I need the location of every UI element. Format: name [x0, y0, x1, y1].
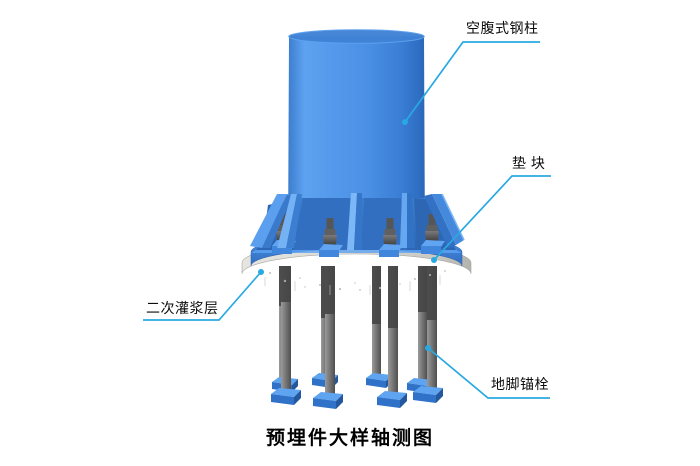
grout-texture-lines: [264, 275, 441, 295]
anchor-bolt-rod-shadow: [388, 266, 398, 328]
pad-block-assembly: [379, 218, 403, 257]
anchor-bolt-rod-shadow: [427, 266, 437, 320]
callout-label-anchor-bolt: 地脚锚栓: [491, 376, 549, 392]
anchor-bolt-rod-shadow: [418, 266, 427, 312]
anchor-bolt-rod-shadow: [372, 266, 381, 324]
anchor-nut: [425, 231, 439, 241]
bolt-stud: [326, 218, 334, 230]
anchor-nut: [383, 235, 397, 245]
callout-dots: [258, 119, 437, 351]
pad-block-assembly: [319, 218, 343, 257]
anchor-nut: [426, 225, 438, 232]
stiffener-rib: [250, 194, 292, 248]
callout-label-steel-column: 空腹式钢柱: [466, 20, 539, 36]
callout-label-grout-layer: 二次灌浆层: [146, 300, 219, 316]
diagram-title: 预埋件大样轴测图: [265, 428, 434, 449]
anchor-bolt-rod: [418, 266, 427, 380]
anchor-plate: [313, 392, 343, 409]
anchor-bolt-rod-shadow: [281, 266, 291, 302]
callout-dot: [258, 269, 264, 275]
base-plate-top-edge: [251, 250, 462, 253]
grout-speckles: [269, 270, 446, 291]
leader-lines: [143, 41, 551, 399]
anchor-bolts-front-row: [271, 266, 443, 409]
callout-label-pad-block: 垫 块: [512, 155, 546, 171]
anchor-bolt-rod: [281, 266, 291, 390]
bolt-stud: [386, 218, 394, 230]
anchor-nut: [324, 229, 336, 236]
stiffener-rib: [400, 193, 415, 248]
pad-block: [421, 246, 441, 254]
anchor-bolt-rod: [325, 266, 335, 394]
bolt-stud: [428, 214, 436, 226]
steel-column-top: [288, 29, 425, 44]
callout-dot: [425, 345, 431, 351]
callout-dot: [431, 257, 437, 263]
stiffener-ribs: [250, 193, 465, 250]
leader-line-anchor-bolt: [427, 347, 550, 399]
pad-block: [421, 240, 445, 247]
leader-line-column: [404, 41, 540, 123]
bolt-stud: [279, 214, 287, 226]
steel-column-body: [288, 36, 425, 250]
anchor-plate: [271, 388, 301, 405]
stiffener-rib: [347, 193, 362, 250]
pad-block: [319, 250, 339, 257]
anchor-bolts-back-row: [272, 266, 433, 393]
pad-block: [379, 244, 403, 251]
callout-dot: [402, 119, 408, 125]
leader-line-pad: [433, 175, 551, 261]
pad-block: [379, 250, 399, 257]
skirt-recess: [293, 198, 350, 250]
anchor-bolt-rod: [427, 266, 437, 388]
anchor-nut: [323, 235, 337, 245]
anchor-plate: [413, 386, 443, 403]
leader-line-grout: [143, 271, 262, 321]
stiffener-rib: [277, 194, 302, 248]
anchor-plate: [377, 391, 407, 408]
anchor-nut: [384, 229, 396, 236]
pad-block: [319, 244, 343, 251]
pad-block-assembly: [421, 214, 445, 254]
anchor-bolt-rod: [388, 266, 398, 393]
pad-block: [272, 246, 292, 254]
